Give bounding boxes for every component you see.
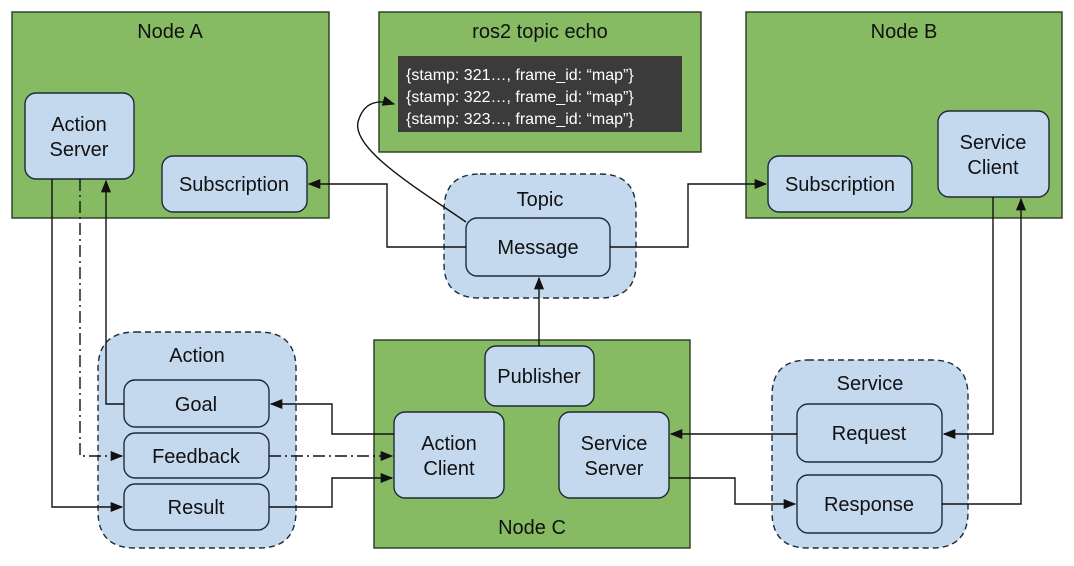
response: Response <box>796 474 943 534</box>
action-server-box <box>24 92 135 180</box>
arrow-message-to-subscription-b <box>610 178 768 248</box>
request-box <box>796 403 943 463</box>
service-client-label-line2: Client <box>967 157 1019 179</box>
arrow-service-server-to-response <box>669 477 797 510</box>
subscription-b-box <box>767 155 913 213</box>
goal-label: Goal <box>175 394 217 416</box>
message-label: Message <box>497 237 578 259</box>
feedback-label: Feedback <box>152 446 241 468</box>
result: Result <box>123 483 270 531</box>
subscription-a: Subscription <box>161 155 308 213</box>
arrow-service-client-to-request <box>942 197 994 440</box>
arrow-action-server-to-feedback <box>79 179 124 462</box>
action-client-label-line2: Client <box>423 458 475 480</box>
action-client: Action Client <box>393 411 505 499</box>
request: Request <box>796 403 943 463</box>
echo-line: {stamp: 321…, frame_id: “map”} <box>406 67 634 84</box>
subscription-a-label: Subscription <box>179 174 289 196</box>
action-server: Action Server <box>24 92 135 180</box>
echo-line: {stamp: 323…, frame_id: “map”} <box>406 111 634 128</box>
service-server: Service Server <box>558 411 670 499</box>
service-client-box <box>937 110 1050 198</box>
action-server-label-line2: Server <box>50 139 109 161</box>
response-label: Response <box>824 494 914 516</box>
action-client-label-line1: Action <box>421 433 477 455</box>
echo-line: {stamp: 322…, frame_id: “map”} <box>406 89 634 106</box>
subscription-b-label: Subscription <box>785 174 895 196</box>
node-c-title: Node C <box>498 517 566 539</box>
service-client: Service Client <box>937 110 1050 198</box>
service-title: Service <box>837 373 904 395</box>
service-server-label-line2: Server <box>585 458 644 480</box>
arrow-response-to-service-client <box>942 197 1027 505</box>
request-label: Request <box>832 423 907 445</box>
node-a-title: Node A <box>137 21 203 43</box>
subscription-a-box <box>161 155 308 213</box>
service-server-box <box>558 411 670 499</box>
topic-title: Topic <box>517 189 564 211</box>
publisher-label: Publisher <box>497 366 581 388</box>
result-label: Result <box>168 497 225 519</box>
arrow-result-to-action-client <box>269 472 394 508</box>
action-client-box <box>393 411 505 499</box>
service-client-label-line1: Service <box>960 132 1027 154</box>
action-server-label-line1: Action <box>51 114 107 136</box>
arrow-goal-to-action-server <box>100 179 124 405</box>
echo-terminal <box>398 56 682 132</box>
arrow-action-server-to-result <box>51 179 124 513</box>
arrow-message-to-subscription-a <box>307 178 466 248</box>
echo-node: ros2 topic echo {stamp: 321…, frame_id: … <box>378 11 702 153</box>
connectors <box>51 96 1027 513</box>
feedback: Feedback <box>123 432 270 479</box>
service-server-label-line1: Service <box>581 433 648 455</box>
subscription-b: Subscription <box>767 155 913 213</box>
message: Message <box>465 217 611 277</box>
arrow-action-client-to-goal <box>269 398 394 435</box>
goal: Goal <box>123 379 270 428</box>
node-b-title: Node B <box>871 21 938 43</box>
echo-node-title: ros2 topic echo <box>472 21 608 43</box>
action-title: Action <box>169 345 225 367</box>
publisher: Publisher <box>484 345 595 407</box>
arrow-message-to-echo <box>357 96 467 223</box>
